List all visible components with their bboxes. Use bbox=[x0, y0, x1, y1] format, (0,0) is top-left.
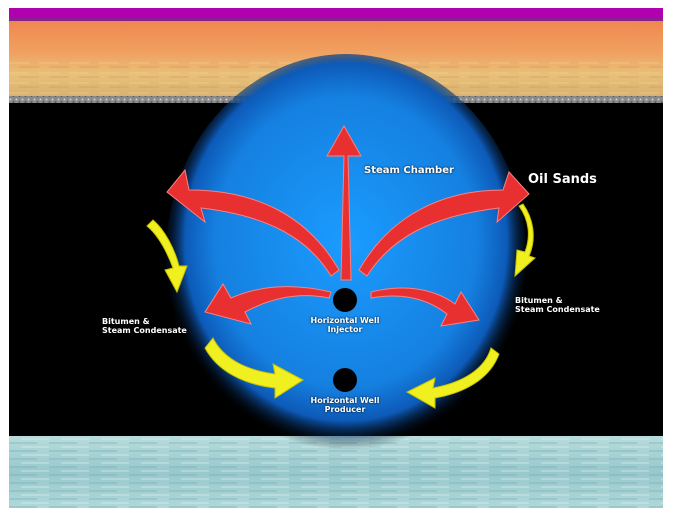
producer-label: Horizontal Well Producer bbox=[295, 396, 395, 414]
injector-line2: Injector bbox=[295, 325, 395, 334]
sagd-diagram: Steam Chamber Oil Sands Bitumen & Steam … bbox=[9, 8, 663, 508]
producer-well bbox=[333, 368, 357, 392]
injector-label: Horizontal Well Injector bbox=[295, 316, 395, 334]
oil-sands-label: Oil Sands bbox=[528, 172, 597, 188]
surface-stripe bbox=[9, 8, 663, 18]
bitumen-left-line1: Bitumen & bbox=[102, 317, 187, 326]
bitumen-right-line2: Steam Condensate bbox=[515, 305, 600, 314]
bitumen-right-label: Bitumen & Steam Condensate bbox=[515, 296, 600, 314]
producer-line1: Horizontal Well bbox=[295, 396, 395, 405]
injector-well bbox=[333, 288, 357, 312]
steam-chamber-label: Steam Chamber bbox=[364, 165, 454, 177]
producer-line2: Producer bbox=[295, 405, 395, 414]
bitumen-right-line1: Bitumen & bbox=[515, 296, 600, 305]
diagram-canvas bbox=[9, 8, 663, 508]
bitumen-left-label: Bitumen & Steam Condensate bbox=[102, 317, 187, 335]
bitumen-left-line2: Steam Condensate bbox=[102, 326, 187, 335]
injector-line1: Horizontal Well bbox=[295, 316, 395, 325]
